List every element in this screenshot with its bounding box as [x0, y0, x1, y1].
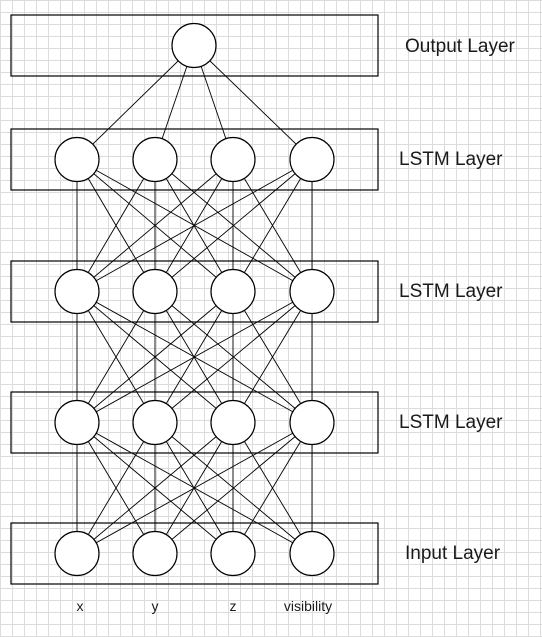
neuron-lstm-3-1	[132, 399, 178, 446]
neuron-input-1	[132, 530, 178, 577]
connection-lstm-1-1-to-lstm-2-0	[76, 159, 156, 292]
connection-lstm-1-3-to-lstm-2-0	[76, 159, 313, 292]
connection-lstm-3-3-to-input-1	[154, 422, 313, 554]
neuron-lstm-1-2	[210, 136, 256, 183]
neurons-group	[54, 22, 335, 577]
neuron-output-0	[171, 22, 217, 69]
connections-group	[76, 45, 313, 554]
layer-label-lstm-1: LSTM Layer	[399, 149, 503, 170]
layer-box-lstm-3	[10, 391, 379, 454]
connection-lstm-2-1-to-lstm-3-0	[76, 291, 156, 423]
connection-lstm-3-3-to-input-2	[232, 422, 313, 554]
connection-lstm-2-2-to-lstm-3-0	[76, 291, 234, 423]
connection-lstm-1-2-to-lstm-2-0	[76, 159, 234, 292]
neuron-lstm-1-0	[54, 136, 100, 183]
connection-lstm-1-3-to-lstm-2-1	[154, 159, 313, 292]
neuron-input-3	[289, 530, 335, 577]
neuron-lstm-3-0	[54, 399, 100, 446]
input-feature-y: y	[151, 598, 159, 614]
input-feature-z: z	[229, 598, 237, 614]
neuron-lstm-1-3	[289, 136, 335, 183]
neuron-lstm-2-0	[54, 268, 100, 315]
layer-label-lstm-2: LSTM Layer	[399, 281, 503, 302]
layer-box-lstm-1	[10, 128, 379, 191]
input-feature-visibility: visibility	[283, 598, 333, 614]
connection-lstm-3-2-to-input-0	[76, 422, 234, 554]
neuron-lstm-3-2	[210, 399, 256, 446]
connection-lstm-2-3-to-lstm-3-2	[232, 291, 313, 423]
neuron-input-2	[210, 530, 256, 577]
layer-box-lstm-2	[10, 260, 379, 323]
connection-lstm-2-3-to-lstm-3-1	[154, 291, 313, 423]
connection-lstm-3-1-to-input-0	[76, 422, 156, 554]
layer-box-output	[10, 14, 379, 77]
layer-box-input	[10, 522, 379, 585]
layer-label-input: Input Layer	[405, 543, 501, 564]
connection-output-0-to-lstm-1-3	[193, 45, 313, 160]
layer-label-lstm-3: LSTM Layer	[399, 412, 503, 433]
connection-output-0-to-lstm-1-0	[76, 45, 195, 160]
connection-lstm-3-3-to-input-0	[76, 422, 313, 554]
input-feature-x: x	[76, 598, 84, 614]
neuron-lstm-1-1	[132, 136, 178, 183]
neuron-input-0	[54, 530, 100, 577]
neuron-lstm-3-3	[289, 399, 335, 446]
layer-label-output: Output Layer	[405, 36, 515, 57]
connection-lstm-1-3-to-lstm-2-2	[232, 159, 313, 292]
connection-lstm-2-3-to-lstm-3-0	[76, 291, 313, 423]
neuron-lstm-2-1	[132, 268, 178, 315]
neuron-lstm-2-2	[210, 268, 256, 315]
neuron-lstm-2-3	[289, 268, 335, 315]
layer-boxes-group	[10, 14, 379, 585]
